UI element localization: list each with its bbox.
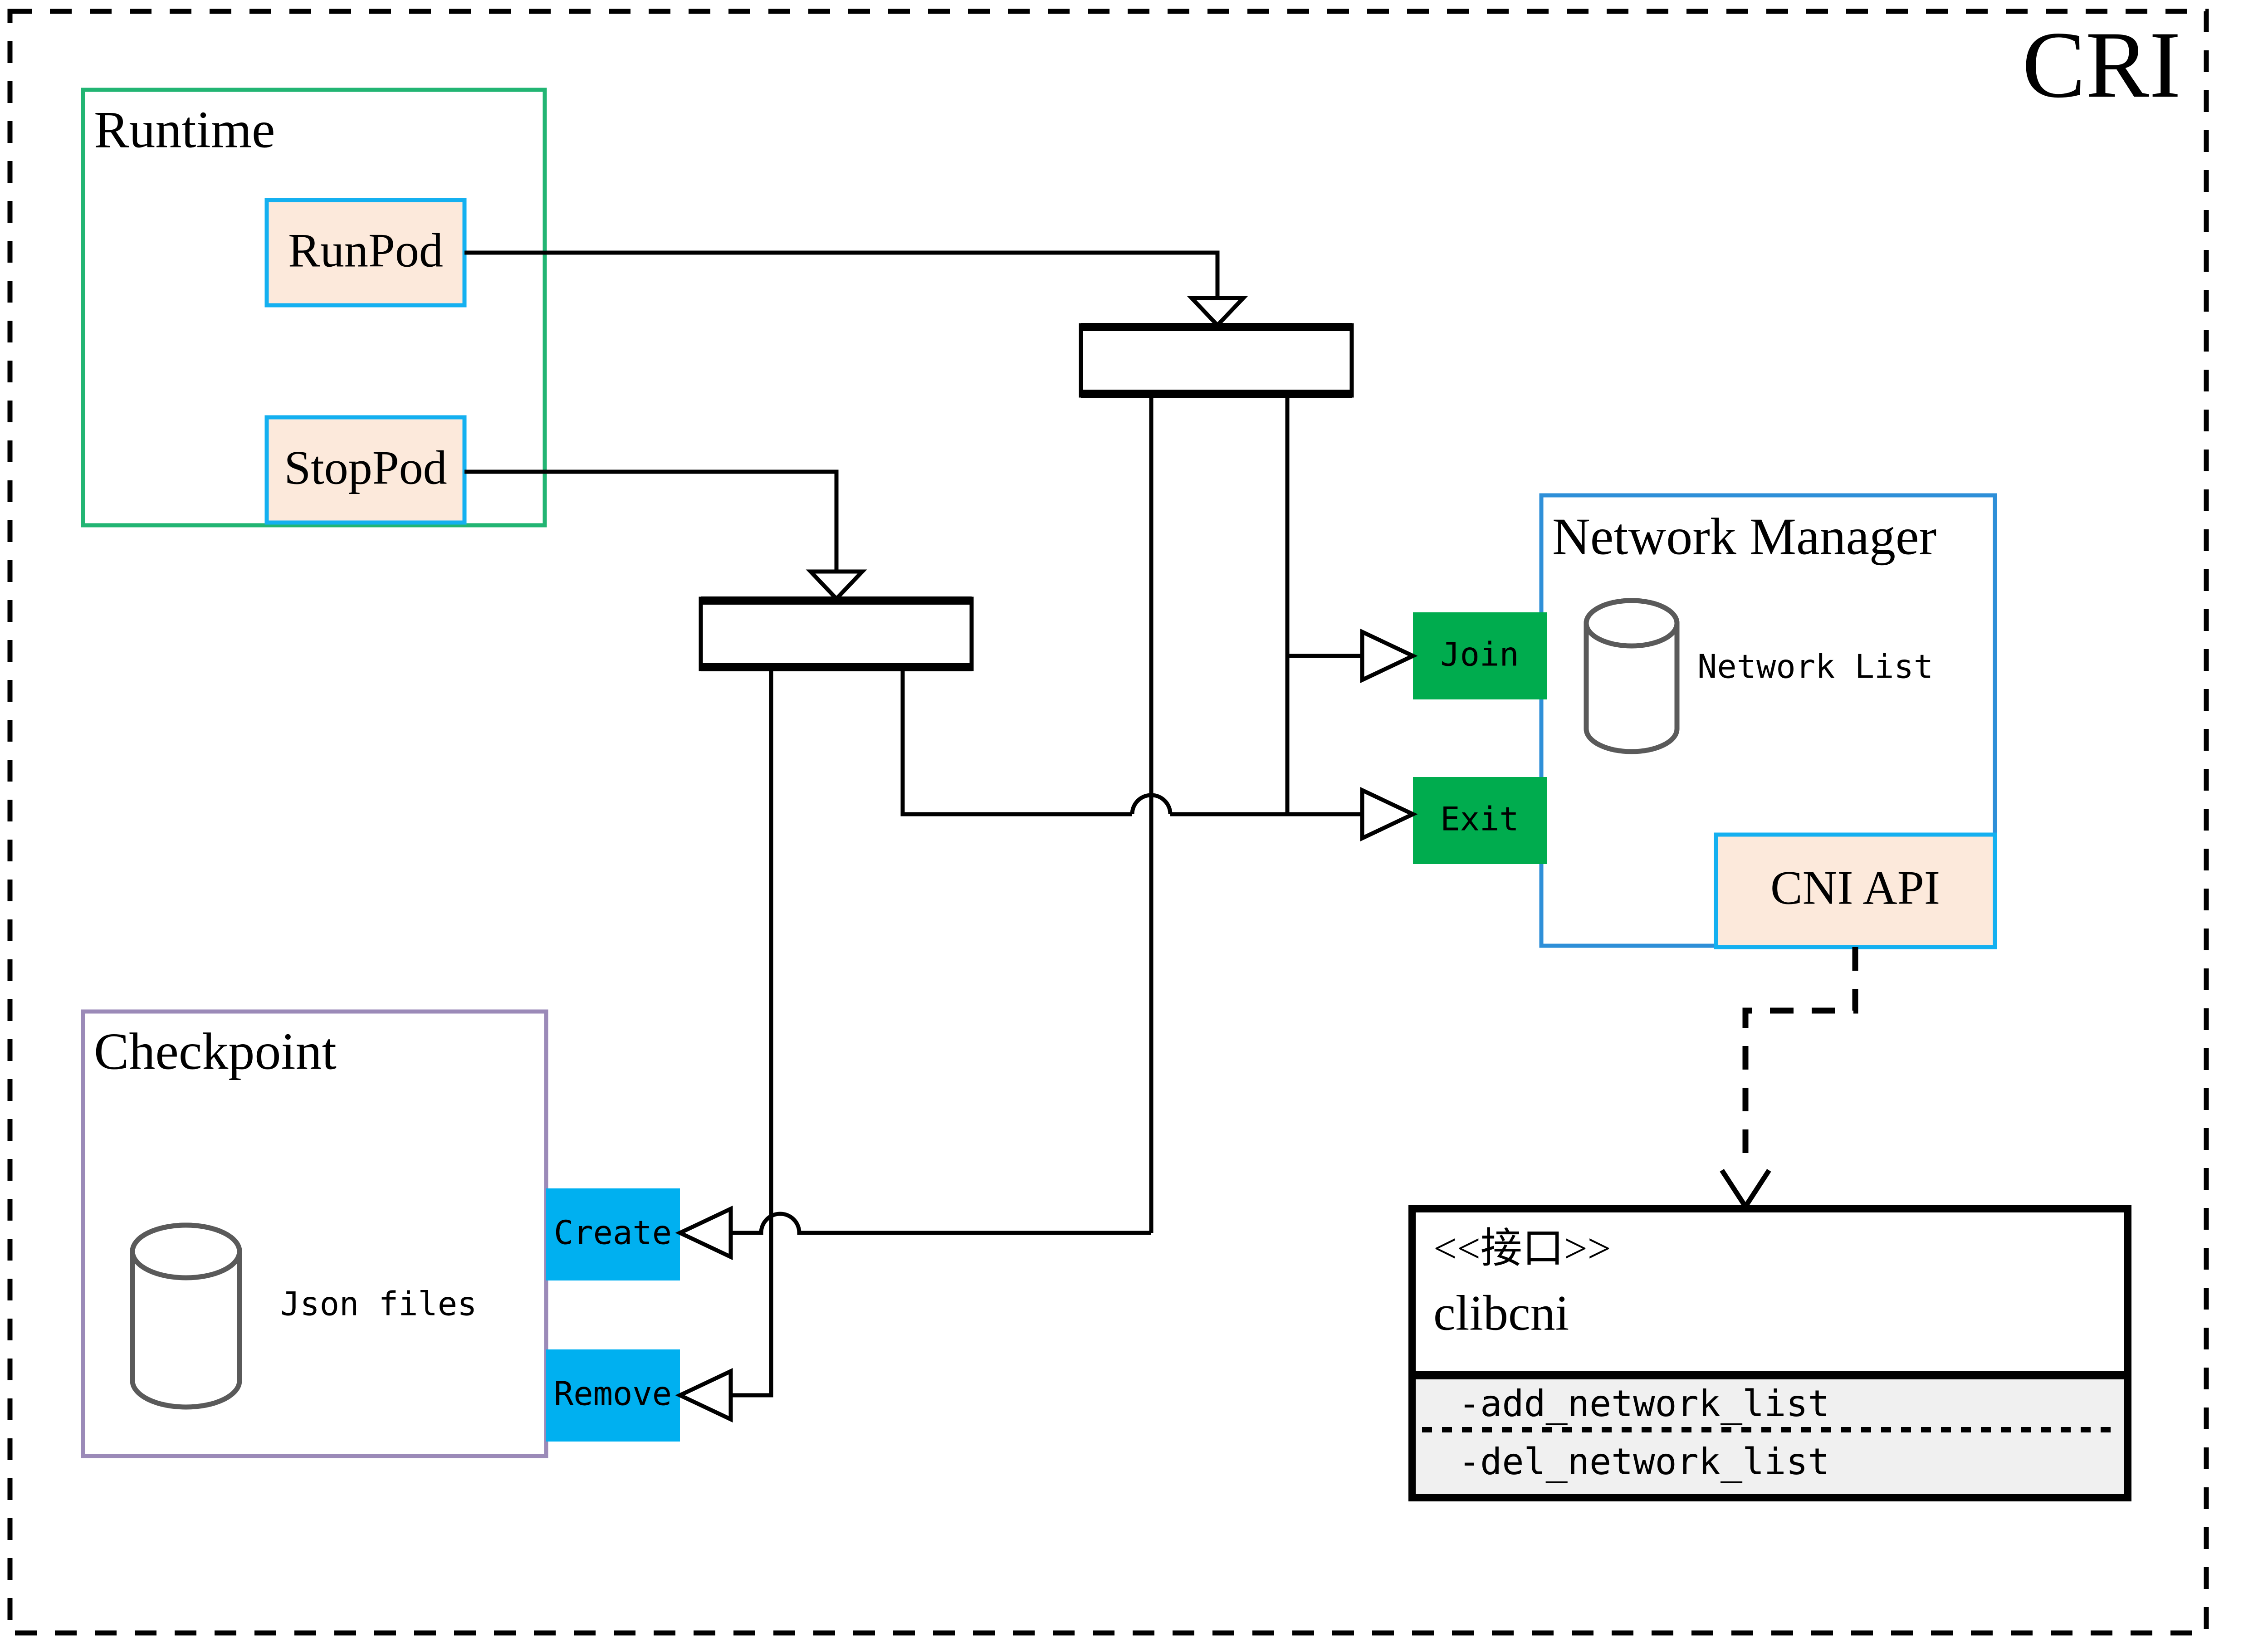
edge-fork-top-right-branch <box>1285 396 1388 816</box>
clibcni-operation-0: -add_network_list <box>1458 1383 1830 1425</box>
remove-node[interactable] <box>546 1349 680 1442</box>
exit-node[interactable] <box>1413 777 1547 864</box>
json-files-datastore-icon <box>130 1222 242 1410</box>
runtime-label: Runtime <box>94 101 275 159</box>
arrowhead-create <box>675 1205 733 1261</box>
run-pod-node[interactable] <box>264 198 467 308</box>
clibcni-name: clibcni <box>1433 1285 1569 1340</box>
edge-runpod-to-fork-top <box>464 250 1220 299</box>
arrowhead-remove <box>675 1368 733 1423</box>
fork-top <box>1079 323 1354 398</box>
clibcni-stereotype: <<接口>> <box>1433 1225 1611 1271</box>
network-list-label: Network List <box>1697 648 1933 686</box>
join-label: Join <box>1440 635 1519 674</box>
clibcni-operations-compartment <box>1408 1372 2131 1501</box>
arrowhead-clibcni-open-v <box>1720 1169 1771 1212</box>
edge-to-create <box>680 1212 1151 1235</box>
edge-fork-bottom-right-branch <box>900 669 1132 816</box>
clibcni-operation-1: -del_network_list <box>1458 1441 1830 1483</box>
run-pod-label: RunPod <box>288 224 443 277</box>
exit-label: Exit <box>1440 800 1519 838</box>
arrowhead-exit <box>1360 787 1418 842</box>
json-files-label: Json files <box>280 1285 477 1323</box>
edge-fork-bottom-left-branch <box>680 669 773 1398</box>
fork-bottom <box>699 596 974 671</box>
runtime-container <box>81 88 547 528</box>
join-node[interactable] <box>1413 612 1547 699</box>
create-node[interactable] <box>546 1188 680 1280</box>
edge-stoppod-to-fork-bottom <box>464 469 839 572</box>
arrowhead-fork-top <box>1187 296 1248 328</box>
outer-frame <box>7 9 2209 1636</box>
network-manager-label: Network Manager <box>1552 508 1936 566</box>
arrowhead-join <box>1360 628 1418 684</box>
arrowhead-fork-bottom <box>806 569 867 602</box>
edge-cni-api-to-clibcni <box>1742 947 1858 1170</box>
line-hop-exit <box>1130 793 1173 815</box>
checkpoint-label: Checkpoint <box>94 1023 337 1081</box>
create-label: Create <box>554 1214 672 1252</box>
cni-api-label: CNI API <box>1770 861 1940 914</box>
network-list-datastore-icon <box>1584 598 1680 754</box>
cni-api-node[interactable] <box>1714 832 1997 949</box>
page-title: CRI <box>2022 12 2181 117</box>
stop-pod-label: StopPod <box>284 441 447 494</box>
remove-label: Remove <box>554 1375 672 1413</box>
